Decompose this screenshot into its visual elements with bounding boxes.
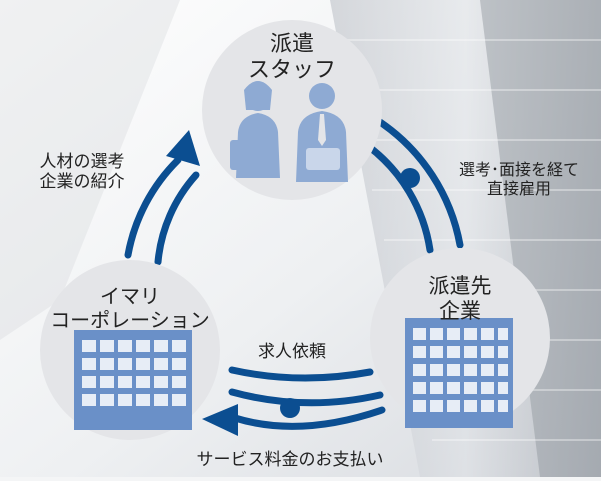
introduce-label-line2: 企業の紹介 bbox=[39, 172, 125, 193]
client-label-line1: 派遣先 bbox=[428, 274, 492, 298]
dot-payment bbox=[280, 398, 300, 418]
imari-label-line2: コーポレーション bbox=[50, 308, 210, 332]
staff-label-line1: 派遣 bbox=[269, 32, 314, 57]
arrowhead-payment bbox=[202, 404, 238, 436]
arrowhead-introduce bbox=[166, 130, 200, 166]
arrow-request bbox=[228, 366, 386, 430]
client-node-label: 派遣先 企業 bbox=[400, 274, 520, 324]
client-label-line2: 企業 bbox=[439, 299, 481, 324]
staff-figures-icon bbox=[230, 81, 348, 182]
dot-hire bbox=[400, 168, 420, 188]
client-building-icon bbox=[405, 318, 513, 428]
request-flow-label: 求人依頼 bbox=[258, 342, 326, 362]
imari-node-label: イマリ コーポレーション bbox=[30, 284, 230, 332]
staff-node-label: 派遣 スタッフ bbox=[232, 32, 352, 85]
payment-flow-label: サービス料金のお支払い bbox=[196, 450, 384, 470]
arrow-hire bbox=[364, 118, 464, 254]
arrow-introduce bbox=[124, 156, 200, 266]
hire-label-line2: 直接雇用 bbox=[486, 179, 551, 199]
introduce-flow-label: 人材の選考 企業の紹介 bbox=[12, 152, 152, 193]
staff-label-line2: スタッフ bbox=[247, 58, 336, 84]
imari-building-icon bbox=[74, 330, 192, 430]
hire-label-line1: 選考･面接を経て bbox=[458, 160, 579, 179]
introduce-label-line1: 人材の選考 bbox=[39, 152, 125, 172]
hire-flow-label: 選考･面接を経て 直接雇用 bbox=[440, 160, 598, 198]
imari-label-line1: イマリ bbox=[100, 284, 160, 308]
